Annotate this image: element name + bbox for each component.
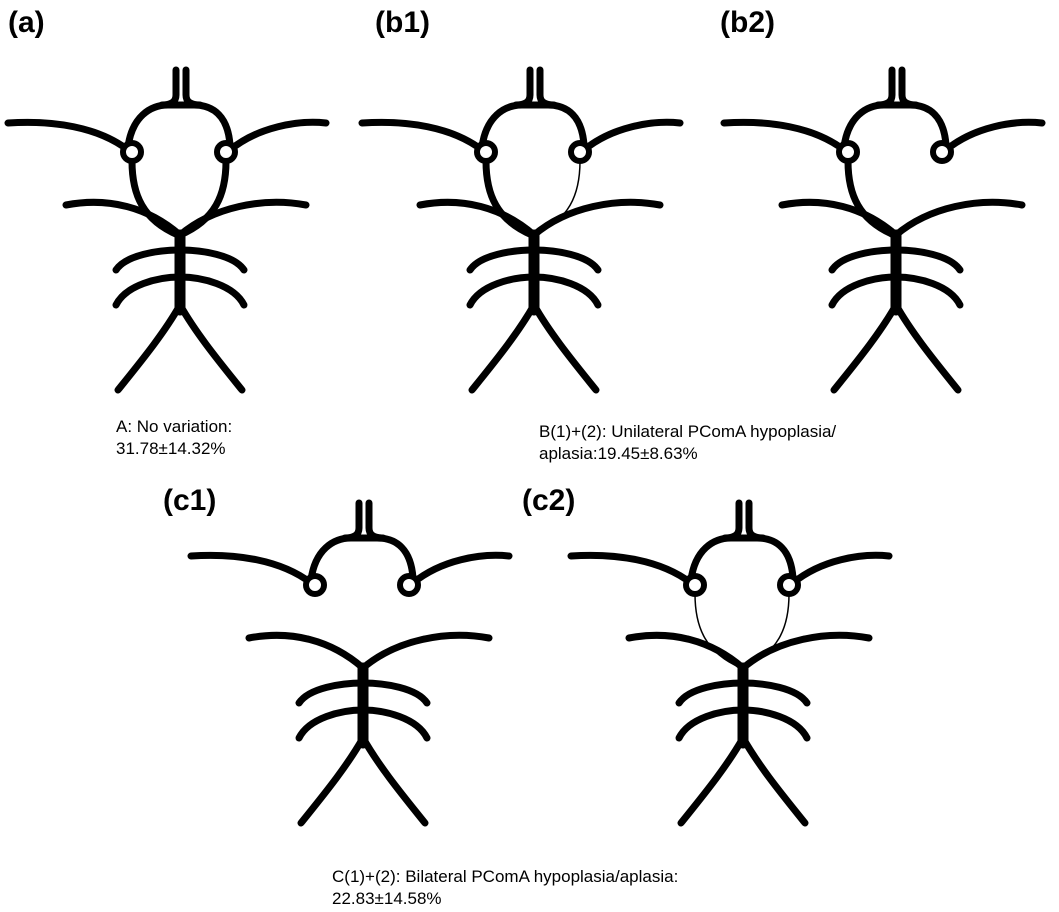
middle-cerebral-artery-left — [724, 122, 844, 150]
anterior-cerebral-artery-left — [516, 70, 530, 105]
caption-a-line2: 31.78±14.32% — [116, 438, 232, 460]
posterior-cerebral-artery-right — [180, 202, 306, 235]
vertebral-artery-right — [180, 305, 242, 390]
circle-of-willis-diagram-c2 — [571, 498, 891, 838]
superior-cerebellar-artery-right — [743, 683, 807, 703]
superior-cerebellar-artery-left — [116, 250, 180, 270]
superior-cerebellar-artery-right — [534, 250, 598, 270]
aica-right — [896, 277, 960, 305]
vertebral-artery-left — [118, 305, 180, 390]
anterior-arch — [128, 105, 230, 147]
anterior-arch — [482, 105, 584, 147]
middle-cerebral-artery-right — [413, 555, 509, 583]
caption-c: C(1)+(2): Bilateral PComA hypoplasia/apl… — [332, 866, 678, 910]
panel-label-c2: (c2) — [522, 486, 575, 516]
superior-cerebellar-artery-left — [470, 250, 534, 270]
internal-carotid-left — [306, 576, 324, 594]
vertebral-artery-left — [301, 738, 363, 823]
internal-carotid-left — [477, 143, 495, 161]
anterior-arch — [844, 105, 946, 147]
panel-label-b2: (b2) — [720, 8, 775, 38]
anterior-cerebral-artery-right — [749, 503, 763, 538]
superior-cerebellar-artery-right — [180, 250, 244, 270]
pcoma-right-hypoplastic — [534, 161, 580, 235]
anterior-cerebral-artery-right — [369, 503, 383, 538]
middle-cerebral-artery-left — [8, 122, 128, 150]
pcoma-right-hypoplastic — [743, 594, 789, 668]
middle-cerebral-artery-left — [191, 555, 311, 583]
internal-carotid-right — [933, 143, 951, 161]
caption-c-line1: C(1)+(2): Bilateral PComA hypoplasia/apl… — [332, 866, 678, 888]
superior-cerebellar-artery-right — [363, 683, 427, 703]
posterior-cerebral-artery-right — [363, 635, 489, 668]
anterior-cerebral-artery-left — [162, 70, 176, 105]
internal-carotid-right — [571, 143, 589, 161]
middle-cerebral-artery-right — [584, 122, 680, 150]
anterior-cerebral-artery-right — [540, 70, 554, 105]
caption-b-line1: B(1)+(2): Unilateral PComA hypoplasia/ — [539, 421, 836, 443]
aica-left — [470, 277, 534, 305]
superior-cerebellar-artery-right — [896, 250, 960, 270]
internal-carotid-right — [780, 576, 798, 594]
middle-cerebral-artery-left — [362, 122, 482, 150]
vertebral-artery-right — [363, 738, 425, 823]
aica-right — [534, 277, 598, 305]
circle-of-willis-diagram-c1 — [191, 498, 511, 838]
panel-label-b1: (b1) — [375, 8, 430, 38]
middle-cerebral-artery-left — [571, 555, 691, 583]
posterior-cerebral-artery-right — [896, 202, 1022, 235]
circle-of-willis-diagram-b1 — [362, 65, 682, 405]
posterior-cerebral-artery-right — [743, 635, 869, 668]
vertebral-artery-right — [534, 305, 596, 390]
anterior-cerebral-artery-left — [878, 70, 892, 105]
posterior-cerebral-artery-left — [249, 635, 363, 668]
anterior-arch — [691, 538, 793, 580]
aica-left — [832, 277, 896, 305]
vertebral-artery-left — [681, 738, 743, 823]
anterior-cerebral-artery-left — [725, 503, 739, 538]
aica-right — [743, 710, 807, 738]
vertebral-artery-right — [896, 305, 958, 390]
internal-carotid-left — [686, 576, 704, 594]
aica-left — [116, 277, 180, 305]
anterior-cerebral-artery-right — [902, 70, 916, 105]
middle-cerebral-artery-right — [793, 555, 889, 583]
vertebral-artery-left — [472, 305, 534, 390]
aica-right — [180, 277, 244, 305]
pcoma-right — [180, 161, 226, 235]
vertebral-artery-left — [834, 305, 896, 390]
anterior-cerebral-artery-right — [186, 70, 200, 105]
aica-left — [299, 710, 363, 738]
superior-cerebellar-artery-left — [679, 683, 743, 703]
circle-of-willis-diagram-a — [8, 65, 328, 405]
anterior-arch — [311, 538, 413, 580]
superior-cerebellar-artery-left — [832, 250, 896, 270]
caption-c-line2: 22.83±14.58% — [332, 888, 678, 910]
vertebral-artery-right — [743, 738, 805, 823]
middle-cerebral-artery-right — [230, 122, 326, 150]
superior-cerebellar-artery-left — [299, 683, 363, 703]
circle-of-willis-diagram-b2 — [724, 65, 1044, 405]
aica-left — [679, 710, 743, 738]
internal-carotid-right — [400, 576, 418, 594]
caption-a-line1: A: No variation: — [116, 416, 232, 438]
middle-cerebral-artery-right — [946, 122, 1042, 150]
anterior-cerebral-artery-left — [345, 503, 359, 538]
panel-label-a: (a) — [8, 8, 45, 38]
posterior-cerebral-artery-right — [534, 202, 660, 235]
posterior-cerebral-artery-left — [629, 635, 743, 668]
internal-carotid-right — [217, 143, 235, 161]
internal-carotid-left — [839, 143, 857, 161]
caption-a: A: No variation: 31.78±14.32% — [116, 416, 232, 460]
caption-b: B(1)+(2): Unilateral PComA hypoplasia/ a… — [539, 421, 836, 465]
caption-b-line2: aplasia:19.45±8.63% — [539, 443, 836, 465]
internal-carotid-left — [123, 143, 141, 161]
aica-right — [363, 710, 427, 738]
